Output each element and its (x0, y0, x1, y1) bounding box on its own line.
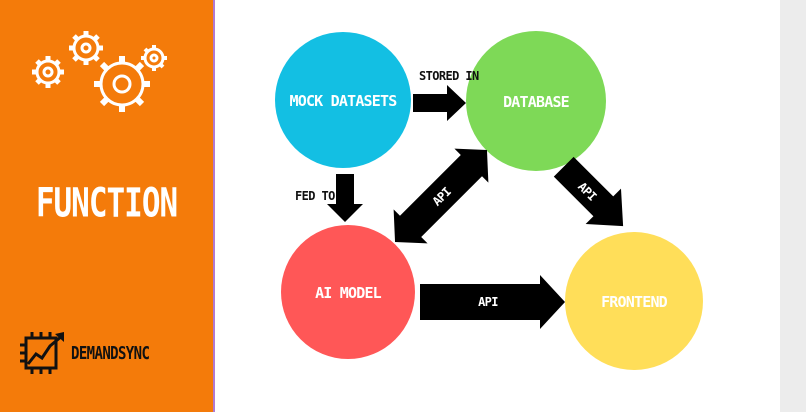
flow-diagram: STORED IN FED TO API API API MOCK DATASE… (275, 31, 703, 370)
node-frontend (565, 232, 703, 370)
arrow-api-ai-fe (420, 275, 565, 329)
node-label-mock-datasets: MOCK DATASETS (289, 92, 397, 110)
edge-label-api-ai-fe: API (478, 295, 498, 309)
gears-icon (32, 31, 167, 112)
brand-logo: DEMANDSYNC (18, 330, 208, 376)
sidebar: FUNCTION DEMANDSYNC (0, 0, 215, 412)
arrow-api-db-ai: API (393, 148, 489, 244)
edge-label-fed-to: FED TO (295, 189, 335, 203)
node-label-frontend: FRONTEND (601, 293, 668, 311)
edge-label-stored-in: STORED IN (419, 69, 479, 83)
arrow-fed-to (327, 174, 363, 222)
node-label-database: DATABASE (503, 93, 570, 111)
brand-name: DEMANDSYNC (71, 344, 150, 364)
node-mock-datasets (275, 32, 411, 168)
diagram-canvas: STORED IN FED TO API API API MOCK DATASE… (215, 0, 780, 412)
node-ai-model (281, 225, 415, 359)
arrow-stored-in (413, 85, 466, 121)
section-title: FUNCTION (35, 180, 178, 227)
node-label-ai-model: AI MODEL (315, 284, 382, 302)
node-database (466, 31, 606, 171)
arrow-api-db-fe: API (553, 156, 624, 227)
chip-chart-icon (20, 332, 64, 374)
